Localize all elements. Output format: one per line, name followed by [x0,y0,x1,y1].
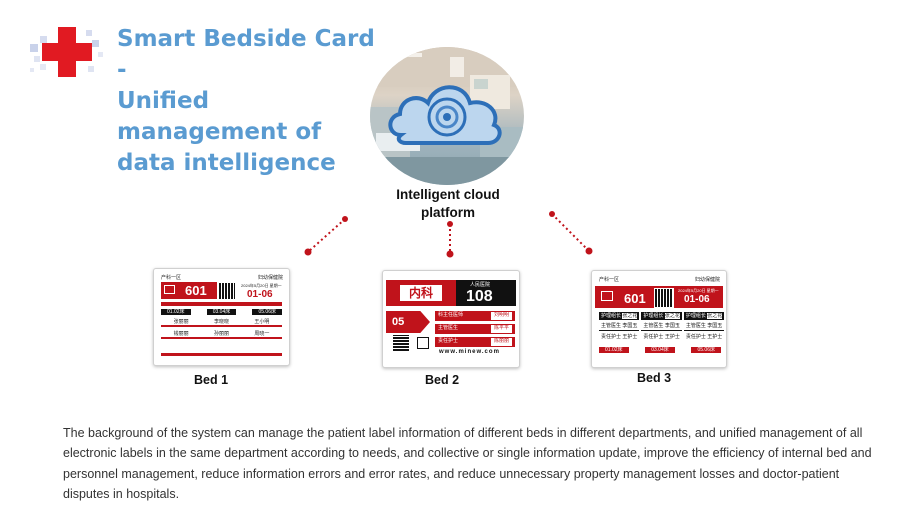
bed-code: 01-06 [247,289,273,300]
bed-3-label: Bed 3 [637,371,672,385]
bed-1-card: 产科一区 妇幼保健院 601 2024年5月20日 星期一 01-06 01.0… [153,268,290,366]
ward-name: 产科一区 [161,275,182,281]
bed-code-arrow: 05 [386,311,430,333]
department-box: 内科 [386,280,456,306]
department-name: 内科 [400,285,442,301]
hospital-name: 妇幼保健院 [257,275,283,281]
qr-code-icon [393,335,409,351]
bed-icon [601,291,613,301]
staff-grid: 护理组长 张之花 护理组长 张之花 护理组长 张之花 主管医生 李国玉 主管医生… [599,312,725,340]
bed-1-label: Bed 1 [194,373,229,387]
bed-icon [164,285,175,294]
bed-number: 601 [624,291,646,306]
bed-number-box: 人民医院 108 [456,280,516,306]
bed-3-card: 产科一区 妇幼保健院 601 2024年5月20日 星期一 01-06 护理组长… [591,270,727,368]
bed-code: 01-06 [684,294,710,305]
hospital-name: 人民医院 [470,282,491,288]
description-text: The background of the system can manage … [63,425,872,502]
cloud-platform-label: Intelligent cloud platform [396,187,500,220]
bed-footer: 01.02床 03.04床 05.06床 [599,347,721,353]
page-title: Smart Bedside Card - Unified management … [117,26,375,176]
ward-name: 产科一区 [599,277,620,283]
bed-columns-header: 01.02床 03.04床 05.06床 [161,309,282,315]
bed-number-box: 601 [161,282,217,299]
patient-names-grid: 张丽丽 李晓晓 王小明 钱丽丽 孙丽丽 周晓一 [161,319,282,339]
medical-plus-icon [417,337,429,349]
website-text: www.minew.com [439,349,500,355]
bed-2-card: 内科 人民医院 108 05 科主任医师刘明明 主管医生陈平平 责任护士陈丽丽 … [382,270,520,368]
medical-cross-logo-icon [30,27,103,77]
hospital-name: 妇幼保健院 [694,277,720,283]
staff-rows: 科主任医师刘明明 主管医生陈平平 责任护士陈丽丽 [435,311,515,347]
qr-code-icon [219,283,235,299]
qr-code-icon [654,288,674,308]
bed-2-label: Bed 2 [425,373,460,387]
connector-bed-1 [307,218,346,253]
connector-bed-3 [551,213,590,252]
